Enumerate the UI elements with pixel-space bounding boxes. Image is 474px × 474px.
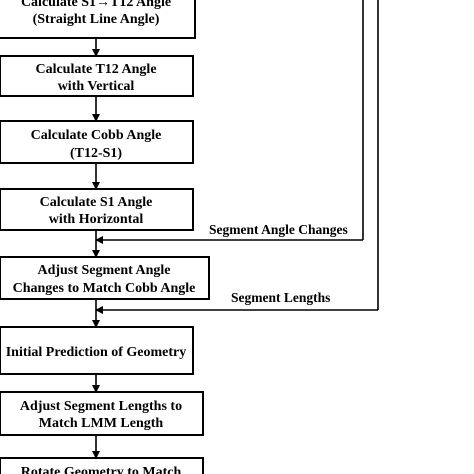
step-label-line1: Adjust Segment Lengths to [20, 399, 182, 414]
segment-angle-changes-label: Segment Angle Changes [209, 222, 348, 237]
input-segment-lengths: Segment Lengths [95, 0, 379, 314]
segment-lengths-label: Segment Lengths [231, 290, 330, 305]
input-segment-angle-changes: Segment Angle Changes [95, 0, 364, 244]
step-label-line2: (Straight Line Angle) [33, 12, 160, 27]
step-calculate-s1-t12-angle: Calculate S1→T12 Angle (Straight Line An… [0, 0, 196, 39]
step-label-line1: Calculate Cobb Angle [31, 128, 162, 143]
step-label-line1: Calculate T12 Angle [35, 62, 156, 77]
step-label-line2: Changes to Match Cobb Angle [13, 281, 196, 296]
step-label-line2: (T12-S1) [70, 146, 122, 161]
step-adjust-segment-angle-changes: Adjust Segment Angle Changes to Match Co… [0, 256, 210, 300]
step-label-line2: Match LMM Length [39, 416, 164, 431]
step-label-line1: Initial Prediction of Geometry [6, 345, 187, 360]
step-initial-prediction: Initial Prediction of Geometry [0, 326, 194, 375]
step-label-line1: Calculate S1→T12 Angle [21, 0, 171, 10]
step-label-line2: with Horizontal [49, 212, 144, 227]
step-label-line1: Calculate S1 Angle [40, 195, 153, 210]
step-calculate-cobb-angle: Calculate Cobb Angle (T12-S1) [0, 120, 194, 164]
step-label-line1: Adjust Segment Angle [37, 263, 170, 278]
step-rotate-geometry: Rotate Geometry to Match [0, 457, 204, 474]
step-calculate-s1-angle: Calculate S1 Angle with Horizontal [0, 188, 194, 231]
step-adjust-segment-lengths: Adjust Segment Lengths to Match LMM Leng… [0, 391, 204, 436]
step-label-line1: Rotate Geometry to Match [21, 465, 182, 474]
step-calculate-t12-angle: Calculate T12 Angle with Vertical [0, 55, 194, 97]
step-label-line2: with Vertical [58, 79, 135, 94]
